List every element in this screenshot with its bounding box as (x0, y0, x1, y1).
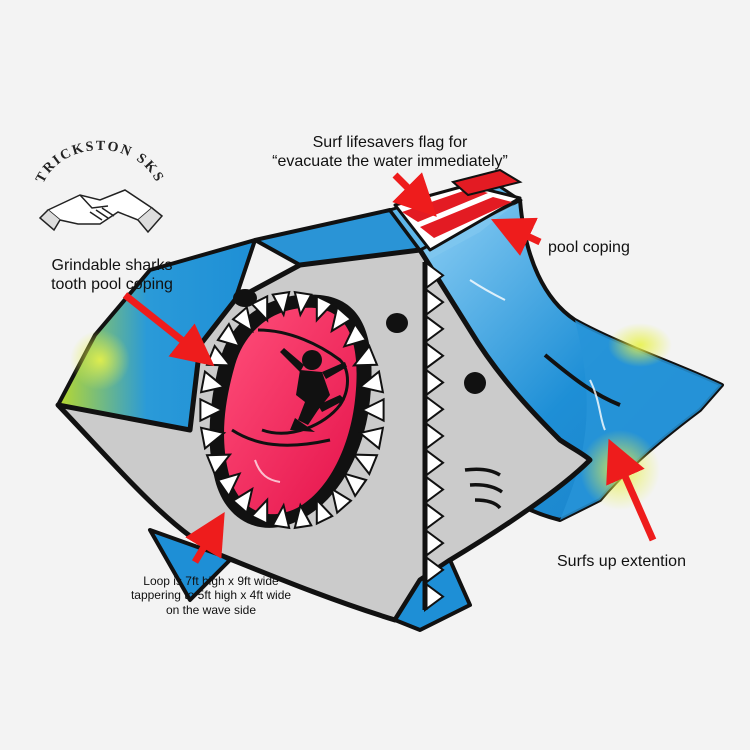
tooth (330, 305, 353, 334)
tooth (205, 453, 233, 476)
tooth (231, 486, 254, 515)
gill-1 (464, 467, 501, 477)
tooth (315, 294, 334, 323)
label-flag-line1: Surf lifesavers flag for (312, 134, 468, 151)
label-tooth-line1: Grindable sharks (51, 257, 173, 274)
edge-teeth (422, 260, 445, 612)
shark-mouth-loop (209, 294, 372, 528)
tooth (293, 290, 313, 318)
gill-3 (474, 498, 502, 510)
tooth (351, 453, 379, 476)
label-tooth-line2: tooth pool coping (51, 276, 173, 294)
tooth (271, 502, 291, 530)
tooth (216, 472, 242, 498)
shark-eye-right (386, 313, 408, 333)
label-flag-line2: “evacuate the water immediately” (272, 153, 508, 171)
tooth (357, 369, 385, 394)
tooth-coping (199, 290, 385, 530)
shark-eye-left (233, 289, 257, 307)
handshake-icon (38, 189, 164, 234)
tooth (250, 497, 269, 526)
tooth (351, 344, 379, 367)
tooth (199, 369, 227, 394)
arrow-pool-coping (490, 217, 542, 256)
shark-eye-side (464, 372, 486, 394)
tooth (199, 397, 225, 423)
gill-2 (469, 483, 504, 494)
tooth (199, 426, 227, 451)
arrow-surfs-up (606, 438, 657, 542)
tooth (357, 426, 385, 451)
tooth (330, 486, 353, 515)
label-loop-line1: Loop is 7ft high x 9ft wide (143, 574, 279, 588)
annotation-arrows (122, 172, 657, 564)
tooth (315, 497, 334, 526)
tooth (342, 472, 368, 498)
tooth (342, 322, 368, 348)
tooth (216, 322, 242, 348)
tooth (250, 294, 269, 323)
tooth (359, 397, 385, 423)
skater-silhouette (280, 348, 347, 432)
label-pool-coping: pool coping (548, 239, 630, 256)
label-loop-line3: on the wave side (165, 602, 257, 617)
label-tooth-coping: Grindable sharks tooth pool coping (22, 256, 202, 294)
logo: TRICKSTON SKS (33, 139, 166, 234)
tooth (231, 305, 254, 334)
label-loop-line2: tappering to 5ft high x 4ft wide (130, 588, 292, 603)
label-flag: Surf lifesavers flag for “evacuate the w… (250, 133, 530, 171)
tooth (271, 290, 291, 318)
arrow-tooth-coping (122, 292, 215, 367)
arrow-loop (185, 511, 225, 564)
svg-text:TRICKSTON SKS: TRICKSTON SKS (33, 139, 166, 186)
logo-text: TRICKSTON SKS (33, 139, 164, 186)
label-surfs-up: Surfs up extention (557, 553, 686, 570)
tooth (293, 502, 313, 530)
label-loop: Loop is 7ft high x 9ft wide tappering to… (96, 574, 326, 617)
arrow-flag (392, 172, 437, 217)
